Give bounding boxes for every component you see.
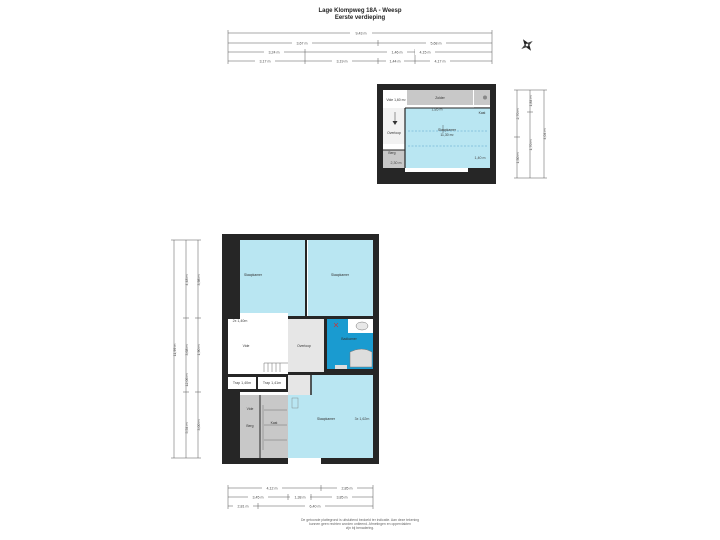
compass-icon — [521, 39, 533, 51]
bottom-dim-1: 4,12 m — [267, 487, 278, 491]
disclaimer: De getoonde plattegrond is uitsluitend b… — [0, 518, 720, 531]
upper-plan: Vide 1,60 m² Zolder Slaapkamer 11,30 m² … — [377, 84, 496, 184]
plan-subtitle: Eerste verdieping — [334, 15, 386, 21]
disclaimer-line-1: De getoonde plattegrond is uitsluitend b… — [300, 518, 419, 522]
plan-title: Lage Klompweg 18A - Weesp — [318, 8, 402, 14]
upper-label-3: 2,30 m — [391, 161, 402, 165]
dim-sub-3: 4,15 m — [420, 51, 431, 55]
bottom-dim-2: 2,85 m — [342, 487, 353, 491]
upper-label-2: 1,40 m — [475, 156, 486, 160]
lower-room-vide-2: Vide — [247, 407, 254, 411]
bottom-dim-4: 1,38 m — [295, 496, 306, 500]
upper-dim-3: 1,84 m — [529, 96, 533, 107]
lower-label-3: Trap 1,41m — [263, 381, 281, 385]
upper-dim-1: 2,70 m — [516, 109, 520, 120]
upper-room-berg: Berg — [388, 151, 395, 155]
lower-label-1: 2x 1,40m — [233, 319, 248, 323]
upper-room-overloop: Overloop — [387, 131, 401, 135]
lower-room-berg: Berg — [246, 424, 253, 428]
dim-left: 3,67 m — [297, 42, 308, 46]
lower-dim-2: 12,06 m — [185, 374, 189, 387]
lower-dim-5: 3,98 m — [197, 275, 201, 286]
lower-room-badkamer: Badkamer — [341, 337, 357, 341]
upper-room-slaapkamer: Slaapkamer — [438, 128, 457, 132]
bottom-dim-6: 2,81 m — [238, 505, 249, 509]
lower-room-overloop: Overloop — [297, 344, 311, 348]
lower-room-slaapkamer-3: Slaapkamer — [317, 417, 336, 421]
upper-dim-4: 1,70 m — [529, 140, 533, 151]
dim-small-3: 1,44 m — [390, 60, 401, 64]
lower-left-dimensions — [171, 239, 201, 459]
dim-small-2: 3,19 m — [337, 60, 348, 64]
lower-plan: Slaapkamer Slaapkamer Badkamer Overloop … — [222, 234, 379, 464]
lower-room-vide-1: Vide — [243, 344, 250, 348]
upper-room-kast: Kast — [479, 111, 486, 115]
dim-small-4: 4,17 m — [435, 60, 446, 64]
upper-room-slaapkamer-area: 11,30 m² — [440, 133, 454, 137]
dim-right: 5,68 m — [431, 42, 442, 46]
lower-dim-7: 5,54 m — [185, 423, 189, 434]
lower-label-2: Trap 1,40m — [233, 381, 251, 385]
lower-room-slaapkamer-2: Slaapkamer — [331, 273, 350, 277]
upper-label-1: 1,85 m — [432, 108, 443, 112]
bottom-dim-5: 3,85 m — [337, 496, 348, 500]
lower-room-kast: Kast — [271, 421, 278, 425]
upper-dim-5: 4,04 m — [543, 129, 547, 140]
lower-dim-1: 11,99 m — [173, 344, 177, 357]
dim-small-1: 3,17 m — [260, 60, 271, 64]
upper-dim-2: 1,50 m — [516, 153, 520, 164]
dim-sub-1: 3,24 m — [269, 51, 280, 55]
disclaimer-line-3: zijn bij benadering. — [345, 526, 375, 531]
lower-dim-6: 1,90 m — [197, 345, 201, 356]
bottom-dim-7: 6,40 m — [310, 505, 321, 509]
dim-sub-2: 1,46 m — [392, 51, 403, 55]
upper-room-vide: Vide 1,60 m² — [386, 98, 406, 102]
lower-room-slaapkamer-1: Slaapkamer — [244, 273, 263, 277]
upper-right-dimensions — [514, 89, 547, 179]
lower-dim-3: 4,48 m — [185, 275, 189, 286]
lower-label-4: 3x 1,62m — [355, 417, 370, 421]
disclaimer-line-2: kunnen geen rechten worden ontleend. Afm… — [309, 522, 411, 527]
lower-dim-4: 3,68 m — [185, 345, 189, 356]
lower-dim-8: 3,00 m — [197, 420, 201, 431]
bottom-dim-3: 3,45 m — [253, 496, 264, 500]
upper-room-zolder: Zolder — [435, 96, 445, 100]
dim-total: 9,43 m — [356, 32, 367, 36]
